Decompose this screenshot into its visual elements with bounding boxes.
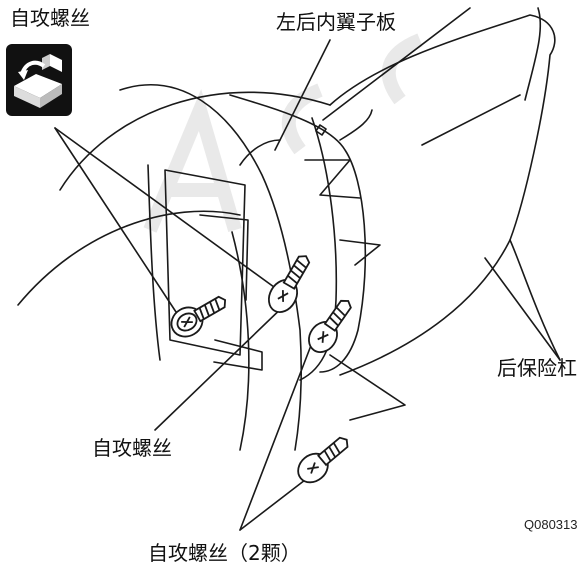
self-tapping-screw-tool-icon: [6, 44, 72, 116]
fender-outer-arch: [59, 91, 331, 191]
fender-inner-arch: [17, 210, 241, 306]
inner-panel-box: [164, 169, 246, 356]
inner-fender-liner: [229, 94, 367, 373]
wheel-arch-left: [119, 84, 302, 451]
leader-inner-fender: [274, 39, 331, 151]
leader-bumper: [484, 257, 561, 361]
leader-top-left-screw: [54, 127, 179, 316]
clip-hole: [315, 124, 327, 136]
fender-fold: [239, 139, 281, 166]
watermark: [143, 33, 423, 233]
leader-middle: [154, 299, 291, 431]
screw-top-left: [170, 295, 227, 338]
label-rear-bumper: 后保险杠: [497, 356, 577, 380]
label-bottom-screws: 自攻螺丝（2颗）: [148, 541, 301, 565]
leader-bottom-1: [239, 334, 316, 531]
zigzag-1: [304, 159, 361, 199]
leader-top-left-screw-2: [54, 127, 286, 296]
bumper-lower-edge: [509, 239, 561, 361]
label-middle-screw: 自攻螺丝: [92, 436, 172, 460]
label-top-left-screw: 自攻螺丝: [10, 6, 90, 30]
screw-bottom-lower: [297, 436, 349, 484]
screws: [170, 255, 352, 484]
leader-top: [322, 7, 471, 121]
screw-middle: [267, 255, 311, 313]
figure-code: Q080313: [524, 517, 578, 532]
liner-edge: [299, 117, 338, 381]
screw-bottom-upper: [308, 299, 352, 353]
bumper-line: [421, 94, 521, 146]
panel-left: [147, 164, 161, 361]
zigzag-3: [329, 354, 406, 421]
label-inner-fender: 左后内翼子板: [276, 10, 396, 34]
bumper-inner-edge: [339, 109, 373, 141]
bumper-crease: [524, 7, 542, 101]
panel-bracket: [213, 339, 263, 371]
inner-panel-step: [199, 214, 249, 301]
rear-bumper: [329, 14, 556, 376]
zigzag-2: [339, 239, 381, 266]
